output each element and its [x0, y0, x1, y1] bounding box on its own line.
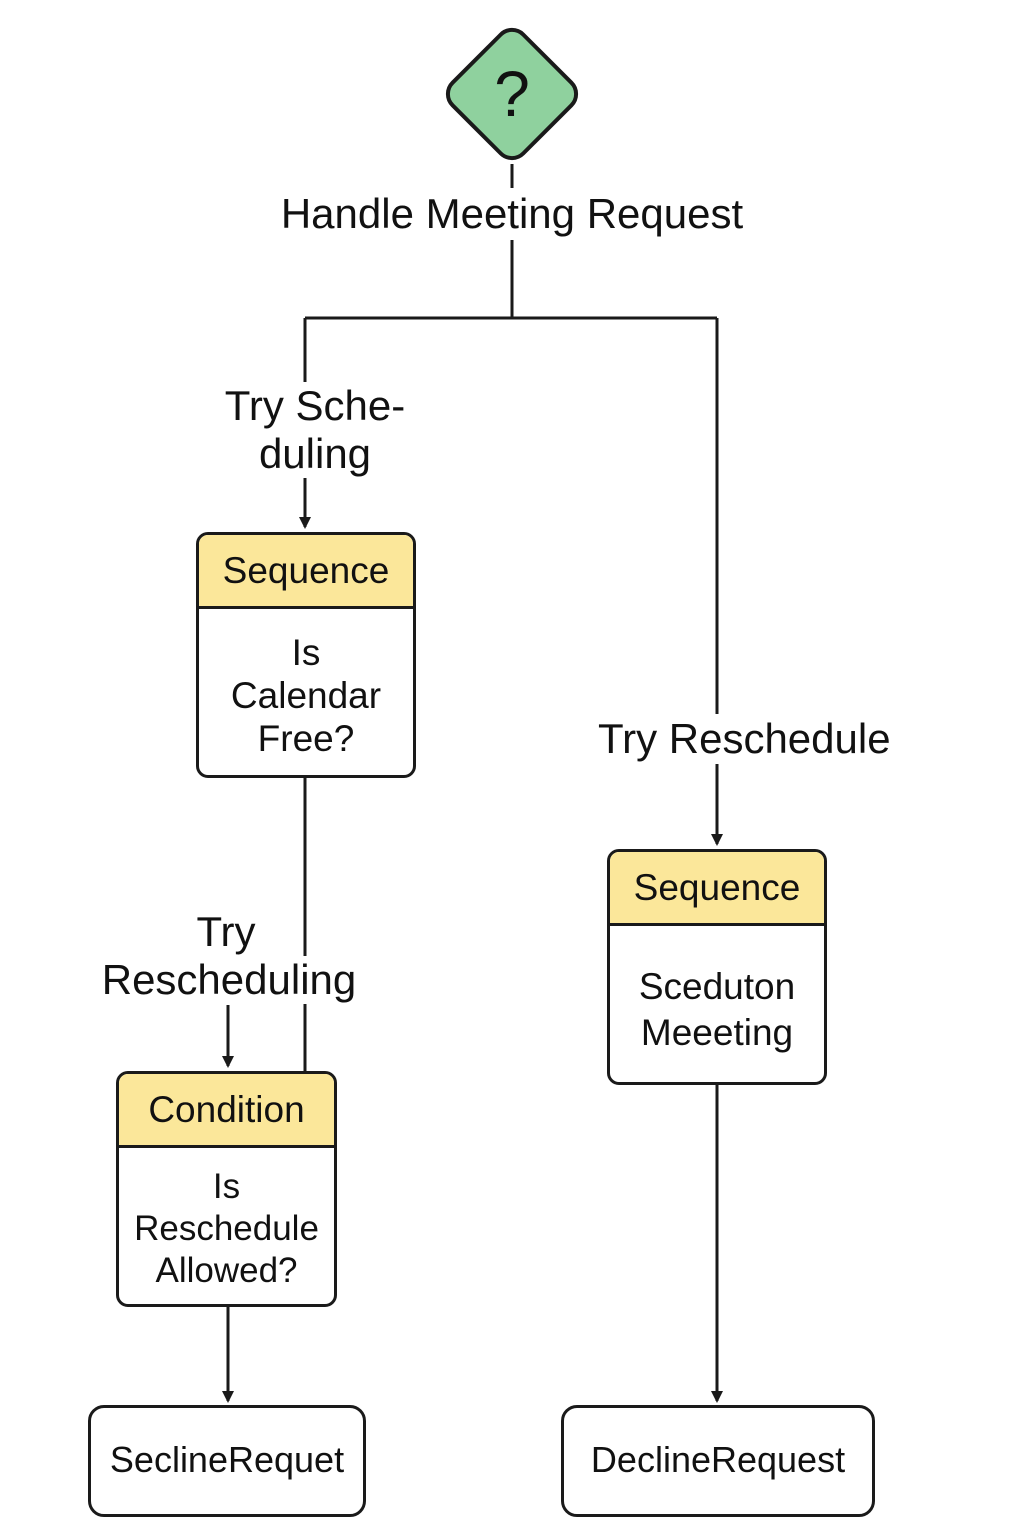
branch-label-try-reschedule: Try Reschedule	[598, 714, 918, 764]
root-question-mark: ?	[494, 58, 530, 130]
leaf-node-left: SeclineRequet	[88, 1405, 366, 1517]
branch-label-line-2: duling	[258, 430, 372, 477]
node-kind-header: Condition	[119, 1074, 334, 1148]
branch-label-line-2: Rescheduling	[88, 956, 370, 1004]
node-kind-header: Sequence	[199, 535, 413, 609]
leaf-node-right: DeclineRequest	[561, 1405, 875, 1517]
branch-label-try-rescheduling: Try Rescheduling	[88, 908, 370, 1004]
node-body-text: Is Calendar Free?	[230, 632, 382, 759]
sequence-node-meeting: Sequence Sceduton Meeeting	[607, 849, 827, 1085]
branch-label-line-1: Try	[192, 908, 260, 956]
selector-diamond-icon	[445, 27, 579, 161]
sequence-node-calendar: Sequence Is Calendar Free?	[196, 532, 416, 778]
node-body-text: Sceduton Meeeting	[638, 966, 796, 1053]
node-kind-header: Sequence	[610, 852, 824, 926]
branch-label-try-scheduling: Try Sche- duling	[205, 382, 425, 478]
node-body-text: Is Reschedule Allowed?	[134, 1167, 319, 1290]
branch-label-line-1: Try Sche-	[224, 382, 406, 429]
root-title: Handle Meeting Request	[252, 188, 772, 240]
condition-node-reschedule: Condition Is Reschedule Allowed?	[116, 1071, 337, 1307]
